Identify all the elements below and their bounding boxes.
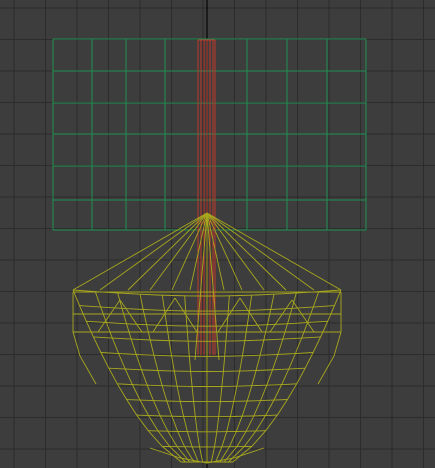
mast-wireframe[interactable] [197,39,216,355]
hull-wireframe[interactable] [72,212,342,464]
